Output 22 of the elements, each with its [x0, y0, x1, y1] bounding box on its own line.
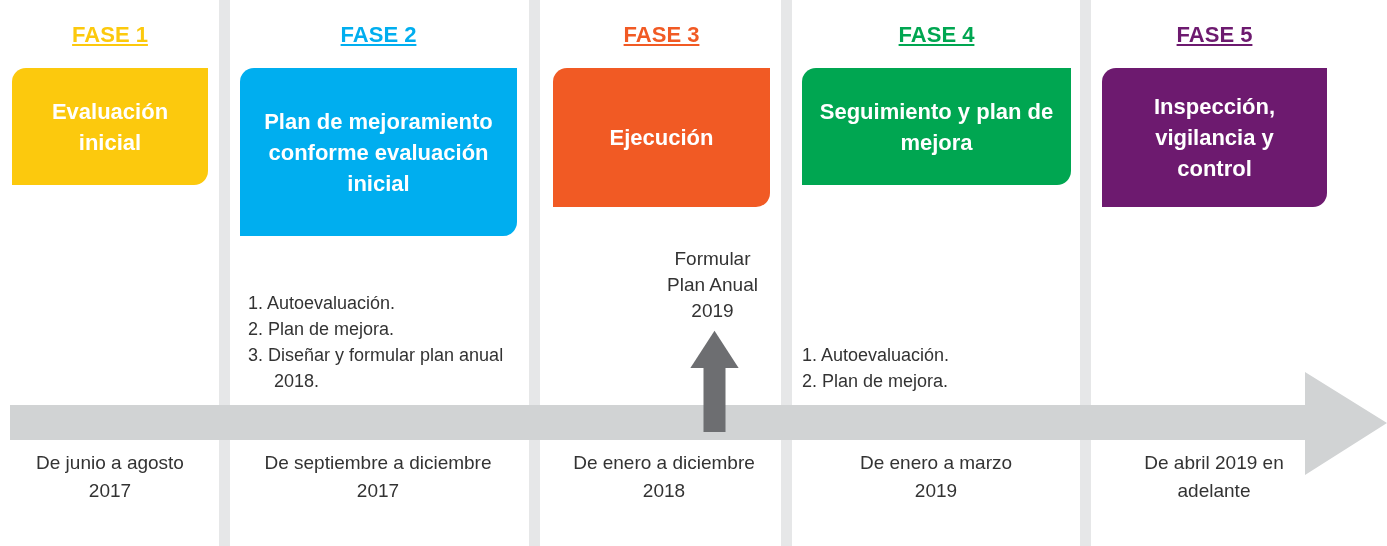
date-text: De enero a diciembre 2018 [572, 451, 756, 503]
list-item: 1. Autoevaluación. [248, 292, 396, 315]
list-item: 2. Plan de mejora. [802, 370, 949, 393]
phase-box: Evaluación inicial [12, 68, 208, 185]
phase-box: Ejecución [553, 68, 770, 207]
phase-box: Seguimiento y plan de mejora [802, 68, 1071, 185]
list-item: 2. Plan de mejora. [248, 318, 395, 341]
phase-heading: FASE 1 [71, 22, 149, 48]
phase-heading: FASE 3 [622, 22, 701, 48]
phase-heading: FASE 5 [1175, 22, 1254, 48]
list-item: 3. Diseñar y formular plan anual 2018. [248, 344, 505, 393]
date-text: De junio a agosto 2017 [35, 451, 185, 503]
date-text: De enero a marzo 2019 [858, 451, 1014, 503]
phase-heading: FASE 2 [339, 22, 418, 48]
arrow [690, 330, 739, 432]
date-text: De abril 2019 en adelante [1144, 451, 1284, 503]
phase-box: Inspección, vigilancia y control [1102, 68, 1327, 207]
note-text: Formular Plan Anual 2019 [655, 246, 770, 324]
phase-heading: FASE 4 [897, 22, 976, 48]
phase-box: Plan de mejoramiento conforme evaluación inicial [240, 68, 517, 236]
date-text: De septiembre a diciembre 2017 [263, 451, 493, 503]
list-item: 1. Autoevaluación. [802, 344, 950, 367]
